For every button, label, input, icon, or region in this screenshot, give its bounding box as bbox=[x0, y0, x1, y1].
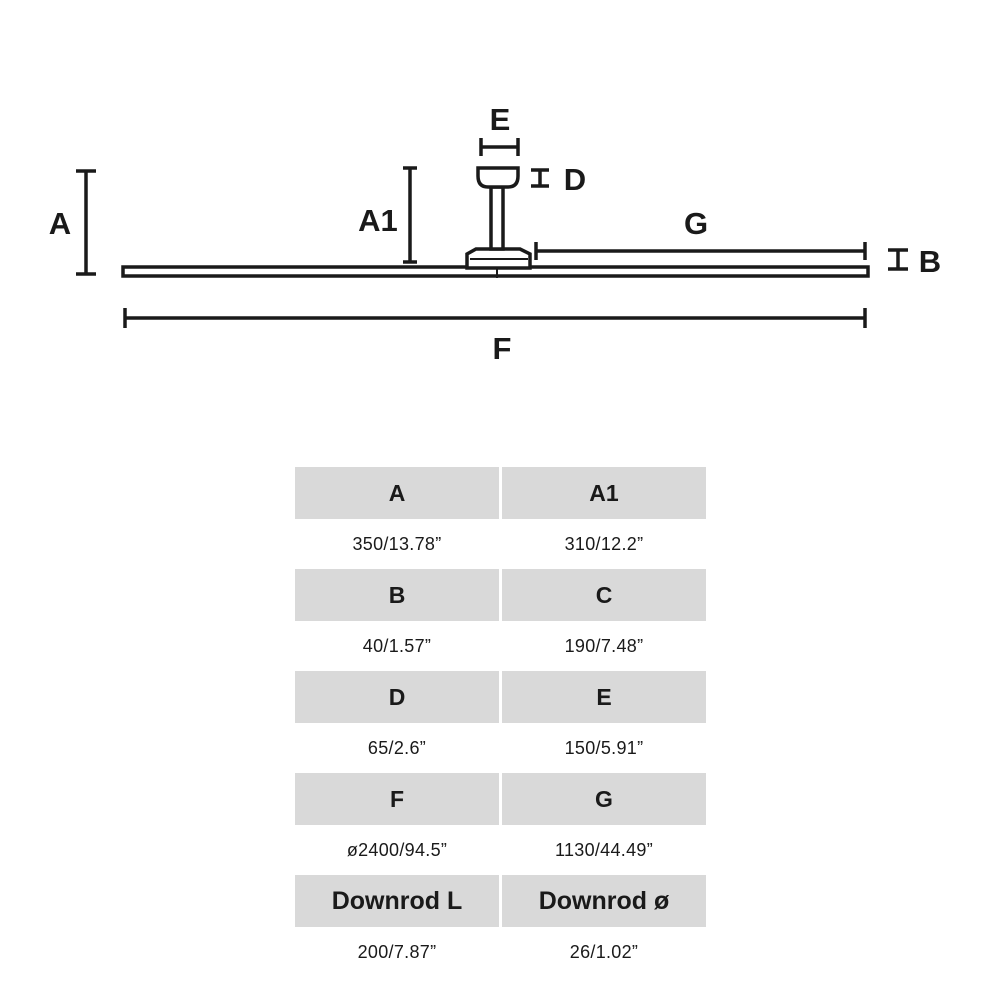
table-header-cell: B bbox=[295, 569, 499, 621]
table-header-cell: Downrod L bbox=[295, 875, 499, 927]
table-value-row: 65/2.6” 150/5.91” bbox=[295, 723, 706, 773]
table-header-cell: D bbox=[295, 671, 499, 723]
table-header-cell: Downrod ø bbox=[502, 875, 706, 927]
table-value-cell: 190/7.48” bbox=[502, 621, 706, 671]
table-value-cell: ø2400/94.5” bbox=[295, 825, 499, 875]
table-header-row: F G bbox=[295, 773, 706, 825]
dimension-table: A A1 350/13.78” 310/12.2” B C 40/1.57” 1… bbox=[295, 467, 706, 977]
table-value-cell: 65/2.6” bbox=[295, 723, 499, 773]
table-header-cell: A1 bbox=[502, 467, 706, 519]
table-value-row: 350/13.78” 310/12.2” bbox=[295, 519, 706, 569]
downrod bbox=[489, 185, 505, 251]
table-header-cell: F bbox=[295, 773, 499, 825]
table-value-cell: 26/1.02” bbox=[502, 927, 706, 977]
table-header-row: Downrod L Downrod ø bbox=[295, 875, 706, 927]
table-header-cell: E bbox=[502, 671, 706, 723]
table-value-cell: 1130/44.49” bbox=[502, 825, 706, 875]
table-header-row: D E bbox=[295, 671, 706, 723]
table-value-cell: 200/7.87” bbox=[295, 927, 499, 977]
table-header-cell: A bbox=[295, 467, 499, 519]
fan-dimension-diagram: A A1 E D G B F bbox=[49, 102, 941, 366]
table-value-cell: 40/1.57” bbox=[295, 621, 499, 671]
label-f: F bbox=[493, 331, 512, 366]
label-b: B bbox=[919, 244, 941, 279]
label-g: G bbox=[684, 206, 708, 241]
table-header-cell: C bbox=[502, 569, 706, 621]
table-value-cell: 150/5.91” bbox=[502, 723, 706, 773]
table-header-row: B C bbox=[295, 569, 706, 621]
table-value-row: ø2400/94.5” 1130/44.49” bbox=[295, 825, 706, 875]
table-value-row: 200/7.87” 26/1.02” bbox=[295, 927, 706, 977]
label-d: D bbox=[564, 162, 586, 197]
label-e: E bbox=[490, 102, 511, 137]
table-header-row: A A1 bbox=[295, 467, 706, 519]
table-value-row: 40/1.57” 190/7.48” bbox=[295, 621, 706, 671]
label-a1: A1 bbox=[358, 203, 398, 238]
label-a: A bbox=[49, 206, 71, 241]
table-value-cell: 310/12.2” bbox=[502, 519, 706, 569]
table-header-cell: G bbox=[502, 773, 706, 825]
table-value-cell: 350/13.78” bbox=[295, 519, 499, 569]
canopy bbox=[476, 166, 520, 189]
